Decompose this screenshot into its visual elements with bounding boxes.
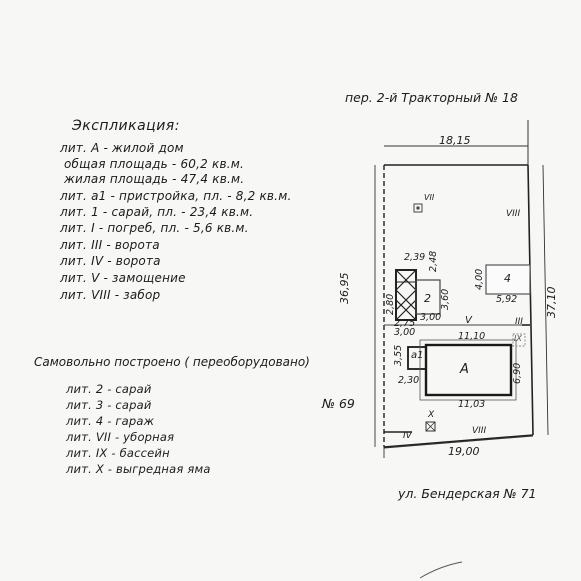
dim-shed1-w: 2,39 (404, 252, 426, 263)
explication-line: лит. А - жилой дом (60, 141, 184, 155)
dim-shed1-w2: 2,48 (428, 250, 439, 272)
label-toilet-vii: VII (424, 193, 435, 202)
dim-a1-h: 3,55 (393, 344, 404, 366)
label-gate-iii: III (515, 317, 523, 327)
pool-ix (512, 333, 526, 347)
unauthorized-line: лит. 4 - гараж (66, 414, 155, 428)
dim-bottom: 19,00 (448, 445, 480, 458)
bottom-street-address: ул. Бендерская № 71 (398, 486, 537, 501)
dim-shed1-b: 2,75 (394, 318, 416, 329)
dim-house-right: 6,90 (512, 362, 523, 384)
explication-line: лит. V - замощение (60, 271, 186, 285)
annex-a1 (407, 346, 427, 370)
lot-boundary-bottom (383, 434, 534, 448)
explication-line: лит. а1 - пристройка, пл. - 8,2 кв.м. (60, 189, 292, 203)
top-street-address: пер. 2-й Тракторный № 18 (345, 90, 518, 105)
unauthorized-line: лит. IX - бассейн (66, 446, 170, 460)
lot-boundary-right (527, 164, 534, 436)
label-fence-viii-bottom: VIII (472, 426, 487, 436)
unauthorized-line: лит. 2 - сарай (66, 382, 152, 396)
dim-garage-w: 5,92 (496, 294, 518, 305)
garage-4 (485, 264, 531, 295)
label-house-a: А (460, 362, 469, 377)
label-fence-viii-top: VIII (506, 209, 521, 219)
dim-left: 36,95 (338, 272, 351, 305)
label-paving-v: V (465, 315, 472, 326)
dim-top: 18,15 (439, 134, 471, 147)
dim-line-right (542, 164, 549, 436)
explication-line: общая площадь - 60,2 кв.м. (64, 157, 245, 171)
unauthorized-line: лит. VII - уборная (66, 430, 175, 444)
label-garage-4: 4 (504, 272, 511, 285)
dim-shed1-b2: 3,00 (394, 327, 416, 338)
dim-line-bottom (383, 435, 534, 449)
label-pit-x: X (428, 410, 435, 420)
explication-line: лит. I - погреб, пл. - 5,6 кв.м. (60, 221, 249, 235)
explication-line: лит. VIII - забор (60, 288, 161, 302)
left-neighbor-number: № 69 (322, 396, 355, 411)
shed-2 (415, 279, 441, 315)
pit-x (425, 421, 436, 432)
label-gate-iv: IV (403, 431, 412, 441)
unauthorized-title: Самовольно построено ( переоборудовано) (34, 355, 310, 369)
dim-house-top: 11,10 (458, 331, 486, 342)
explication-line: лит. III - ворота (60, 238, 160, 252)
unauthorized-line: лит. X - выгредная яма (66, 462, 211, 476)
explication-line: жилая площадь - 47,4 кв.м. (64, 172, 245, 186)
signature-stroke (419, 561, 463, 579)
label-annex-a1: а1 (411, 350, 424, 361)
house-a (424, 343, 513, 397)
dim-right: 37,10 (545, 286, 558, 319)
dim-garage-h: 4,00 (474, 268, 485, 290)
explication-line: лит. IV - ворота (60, 254, 161, 268)
label-shed-2: 2 (424, 292, 431, 305)
dim-shed1-h: 2,80 (385, 293, 396, 315)
dim-a1-w: 2,30 (398, 375, 420, 386)
explication-title: Экспликация: (72, 118, 180, 134)
dim-shed2-h: 3,60 (440, 288, 451, 310)
dim-shed2-b: 3,00 (420, 312, 442, 323)
unauthorized-line: лит. 3 - сарай (66, 398, 152, 412)
dim-house-bottom: 11,03 (458, 399, 486, 410)
label-pool-ix: IX (514, 334, 522, 343)
shed-1 (395, 269, 417, 321)
toilet-vii (413, 203, 423, 213)
explication-line: лит. 1 - сарай, пл. - 23,4 кв.м. (60, 205, 254, 219)
